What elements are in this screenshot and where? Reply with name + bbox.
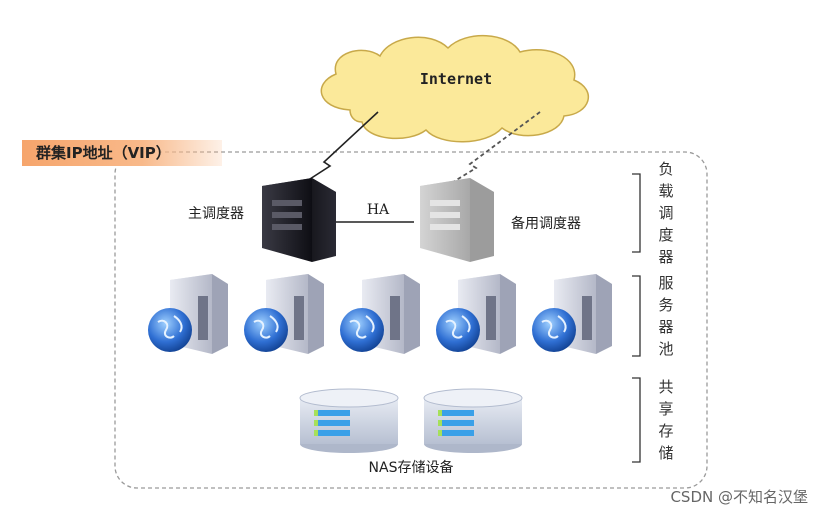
- side-label-server-pool: 服务器池: [658, 274, 674, 358]
- primary-scheduler-server-icon: [262, 178, 336, 262]
- bracket-shared-storage: [632, 377, 641, 463]
- internet-cloud-icon: [320, 35, 590, 143]
- pool-server-4-icon: [436, 274, 516, 354]
- pool-server-5-icon: [532, 274, 612, 354]
- cloud-label: Internet: [420, 70, 492, 88]
- watermark: CSDN @不知名汉堡: [670, 488, 808, 506]
- pool-server-3-icon: [340, 274, 420, 354]
- pool-server-1-icon: [148, 274, 228, 354]
- cluster-vip-label: 群集IP地址（VIP）: [22, 140, 222, 166]
- bracket-load-scheduler: [632, 173, 641, 253]
- side-label-shared-storage: 共享存储: [658, 378, 674, 462]
- nas-disk-2-icon: [423, 388, 523, 453]
- backup-internet-link: [439, 111, 541, 191]
- cluster-boundary: [114, 151, 708, 489]
- backup-scheduler-server-icon: [420, 178, 494, 262]
- side-label-load-scheduler: 负载调度器: [658, 160, 674, 266]
- bracket-server-pool: [632, 275, 641, 357]
- nas-disk-1-icon: [299, 388, 399, 453]
- storage-label: NAS存储设备: [369, 459, 454, 476]
- ha-label: HA: [367, 202, 390, 218]
- primary-scheduler-label: 主调度器: [188, 206, 244, 222]
- backup-scheduler-label: 备用调度器: [511, 215, 581, 232]
- primary-internet-link: [295, 111, 379, 189]
- pool-server-2-icon: [244, 274, 324, 354]
